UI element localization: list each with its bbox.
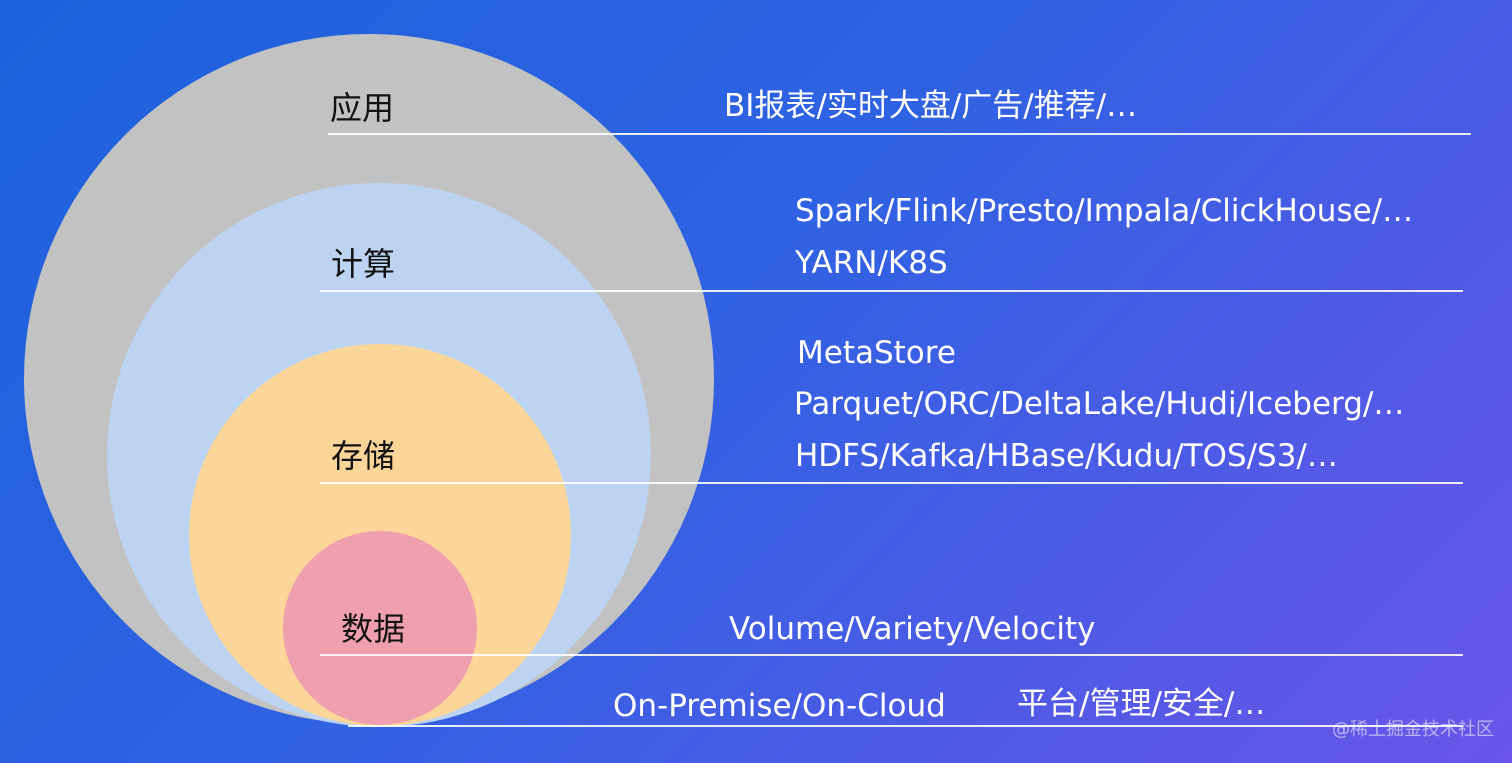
data-layer-label: 数据 — [341, 610, 406, 648]
application-layer-label: 应用 — [330, 89, 395, 127]
storage-formats: Parquet/ORC/DeltaLake/Hudi/Iceberg/… — [794, 386, 1405, 422]
data-divider — [320, 654, 1463, 656]
storage-systems: HDFS/Kafka/HBase/Kudu/TOS/S3/… — [795, 438, 1338, 474]
compute-schedulers: YARN/K8S — [795, 245, 948, 281]
application-items: BI报表/实时大盘/广告/推荐/… — [724, 88, 1138, 124]
data-layer-circle — [283, 531, 477, 725]
platform-management-security: 平台/管理/安全/… — [1017, 686, 1266, 722]
base-divider — [348, 725, 1463, 727]
watermark-text: @稀土掘金技术社区 — [1332, 719, 1494, 740]
compute-divider — [320, 290, 1463, 292]
storage-metastore: MetaStore — [797, 335, 956, 371]
application-divider — [328, 133, 1471, 135]
deployment-modes: On-Premise/On-Cloud — [613, 688, 946, 724]
compute-layer-label: 计算 — [331, 245, 396, 283]
storage-layer-label: 存储 — [331, 437, 396, 475]
storage-divider — [320, 482, 1463, 484]
compute-engines: Spark/Flink/Presto/Impala/ClickHouse/… — [795, 193, 1414, 229]
data-characteristics: Volume/Variety/Velocity — [729, 611, 1096, 647]
